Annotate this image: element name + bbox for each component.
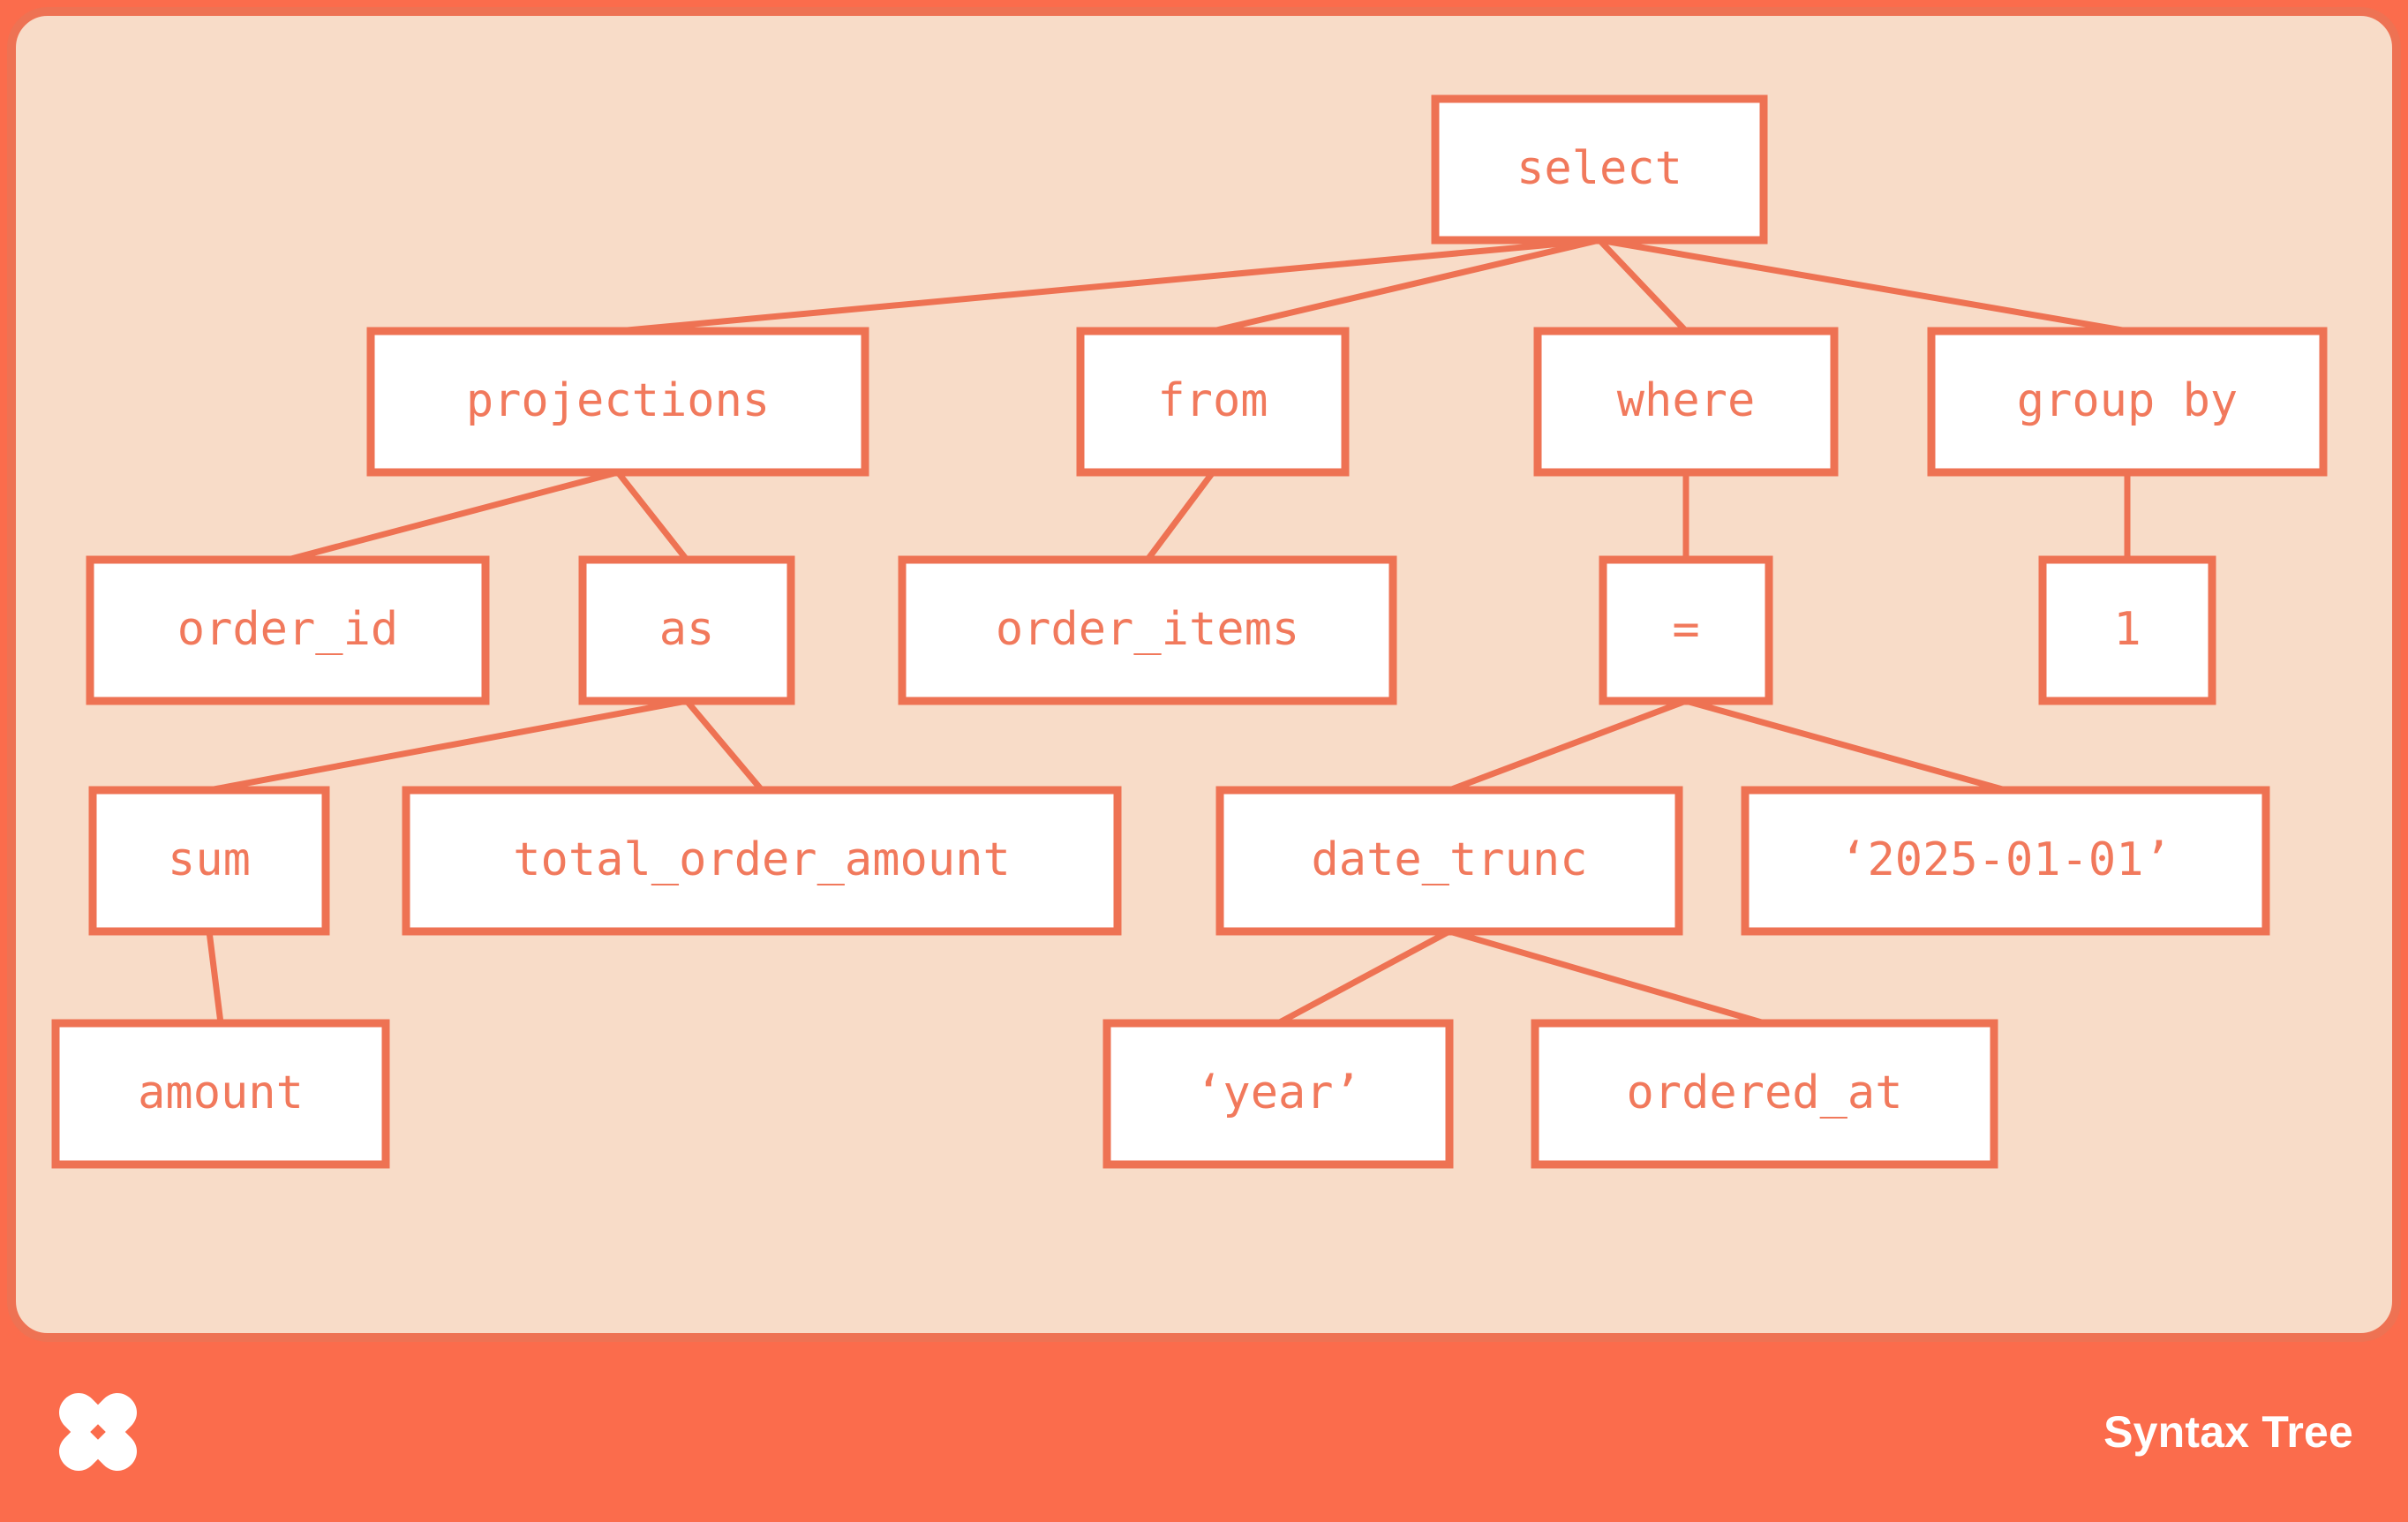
tree-edge	[1145, 470, 1215, 562]
nodes-layer: select projections from where group by order_…	[51, 94, 2328, 1169]
node-box	[366, 327, 869, 477]
tree-node-eq[interactable]: =	[1599, 555, 1773, 705]
node-box	[1533, 327, 1839, 477]
node-box	[1531, 1019, 1998, 1169]
node-label: ‘year’	[1195, 1066, 1361, 1119]
node-label: ‘2025-01-01’	[1840, 833, 2171, 886]
node-box	[86, 555, 490, 705]
tree-node-year_literal[interactable]: ‘year’	[1102, 1019, 1454, 1169]
node-label: amount	[138, 1066, 304, 1119]
node-label: =	[1672, 603, 1699, 656]
footer-bar: Syntax Tree	[0, 1342, 2408, 1522]
tree-edge	[615, 470, 689, 562]
tree-edge	[1212, 237, 1600, 335]
node-box	[402, 786, 1122, 936]
footer-title: Syntax Tree	[2103, 1407, 2353, 1457]
node-box	[1927, 327, 2328, 477]
tree-edge	[684, 698, 764, 793]
node-box	[1215, 786, 1683, 936]
tree-node-projections[interactable]: projections	[366, 327, 869, 477]
tree-node-amount[interactable]: amount	[51, 1019, 390, 1169]
tree-node-one[interactable]: 1	[2038, 555, 2216, 705]
node-label: sum	[168, 833, 251, 886]
node-label: select	[1516, 142, 1682, 195]
logo-container	[49, 1383, 147, 1481]
tree-node-total_order_amount[interactable]: total_order_amount	[402, 786, 1122, 936]
node-label: ordered_at	[1626, 1066, 1902, 1119]
tree-edge	[208, 697, 688, 794]
tree-node-date_literal[interactable]: ‘2025-01-01’	[1741, 786, 2270, 936]
node-label: projections	[466, 374, 770, 427]
node-box	[2038, 555, 2216, 705]
node-label: order_items	[996, 603, 1299, 656]
tree-edge	[1685, 697, 2006, 794]
tree-edge	[1597, 237, 1689, 334]
node-label: total_order_amount	[513, 833, 1011, 886]
tree-edge	[1599, 237, 2128, 335]
node-box	[1102, 1019, 1454, 1169]
tree-edge	[1449, 928, 1765, 1027]
node-box	[88, 786, 330, 936]
tree-node-where[interactable]: where	[1533, 327, 1839, 477]
node-box	[51, 1019, 390, 1169]
node-label: as	[659, 603, 715, 656]
tree-edge	[287, 469, 619, 563]
node-label: date_trunc	[1311, 833, 1587, 886]
node-box	[898, 555, 1397, 705]
edges-layer	[206, 237, 2131, 1027]
node-label: order_id	[177, 603, 398, 656]
node-label: group by	[2017, 374, 2238, 427]
tree-edge	[617, 237, 1600, 335]
tree-node-date_trunc[interactable]: date_trunc	[1215, 786, 1683, 936]
node-box	[1599, 555, 1773, 705]
tree-node-sum[interactable]: sum	[88, 786, 330, 936]
node-box	[1741, 786, 2270, 936]
tree-edge	[1448, 697, 1688, 794]
node-box	[1076, 327, 1350, 477]
tree-edge	[206, 931, 224, 1024]
tree-node-select[interactable]: select	[1431, 94, 1768, 245]
node-box	[1431, 94, 1768, 245]
tree-node-ordered_at[interactable]: ordered_at	[1531, 1019, 1998, 1169]
tree-node-from[interactable]: from	[1076, 327, 1350, 477]
tree-node-order_items[interactable]: order_items	[898, 555, 1397, 705]
tree-edge	[1276, 928, 1451, 1027]
node-label: 1	[2113, 603, 2141, 656]
syntax-tree-canvas: select projections from where group by order_…	[51, 94, 2328, 1169]
node-label: where	[1617, 374, 1756, 427]
tree-node-group_by[interactable]: group by	[1927, 327, 2328, 477]
node-box	[578, 555, 795, 705]
tree-node-order_id[interactable]: order_id	[86, 555, 490, 705]
tree-node-as[interactable]: as	[578, 555, 795, 705]
butterfly-x-logo-icon	[59, 1393, 137, 1471]
node-label: from	[1157, 374, 1268, 427]
